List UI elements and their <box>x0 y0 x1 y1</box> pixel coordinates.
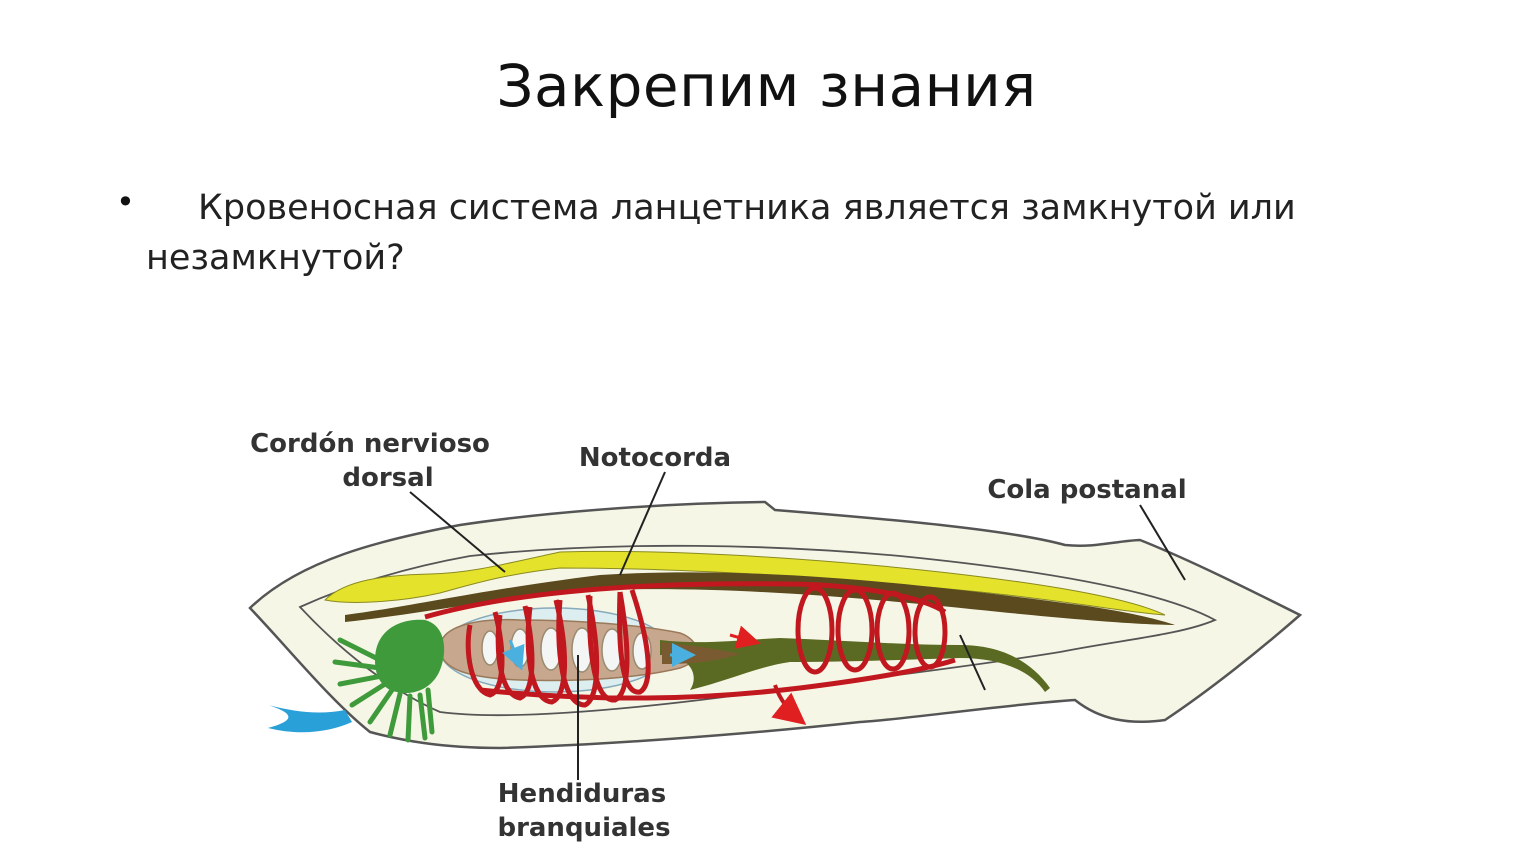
leader-nerve-cord <box>409 491 506 573</box>
vessel-branch <box>771 684 807 725</box>
label-notochord: Notocorda <box>579 443 731 473</box>
oral-cirri <box>332 637 435 743</box>
gill-slits <box>481 627 652 673</box>
slide-title: Закрепим знания <box>496 52 1037 120</box>
water-inflow-arrow <box>268 705 352 733</box>
label-nerve-cord-1: Cordón nervioso <box>250 429 490 459</box>
label-tail: Cola postanal <box>987 475 1186 505</box>
notochord <box>345 572 1175 625</box>
label-gill-slits-1: Hendiduras <box>498 779 666 809</box>
label-nerve-cord-2: dorsal <box>342 463 433 493</box>
question-text: Кровеносная система ланцетника является … <box>146 188 1296 278</box>
inner-body-line <box>298 544 1218 717</box>
leader-anus <box>959 634 986 691</box>
water-flow-arrow-2 <box>502 639 525 671</box>
gut <box>660 638 1050 692</box>
pharynx <box>439 618 698 682</box>
bullet-marker: • <box>116 183 135 221</box>
leader-tail <box>1139 504 1186 581</box>
label-gill-slits-2: branquiales <box>497 813 670 843</box>
vessel-flow-arrow <box>729 625 761 649</box>
segmental-vessels <box>795 585 948 675</box>
oral-hood <box>375 619 445 694</box>
nerve-cord <box>323 550 1166 616</box>
leader-notochord <box>619 471 666 576</box>
gill-arch-vessels <box>465 589 651 708</box>
